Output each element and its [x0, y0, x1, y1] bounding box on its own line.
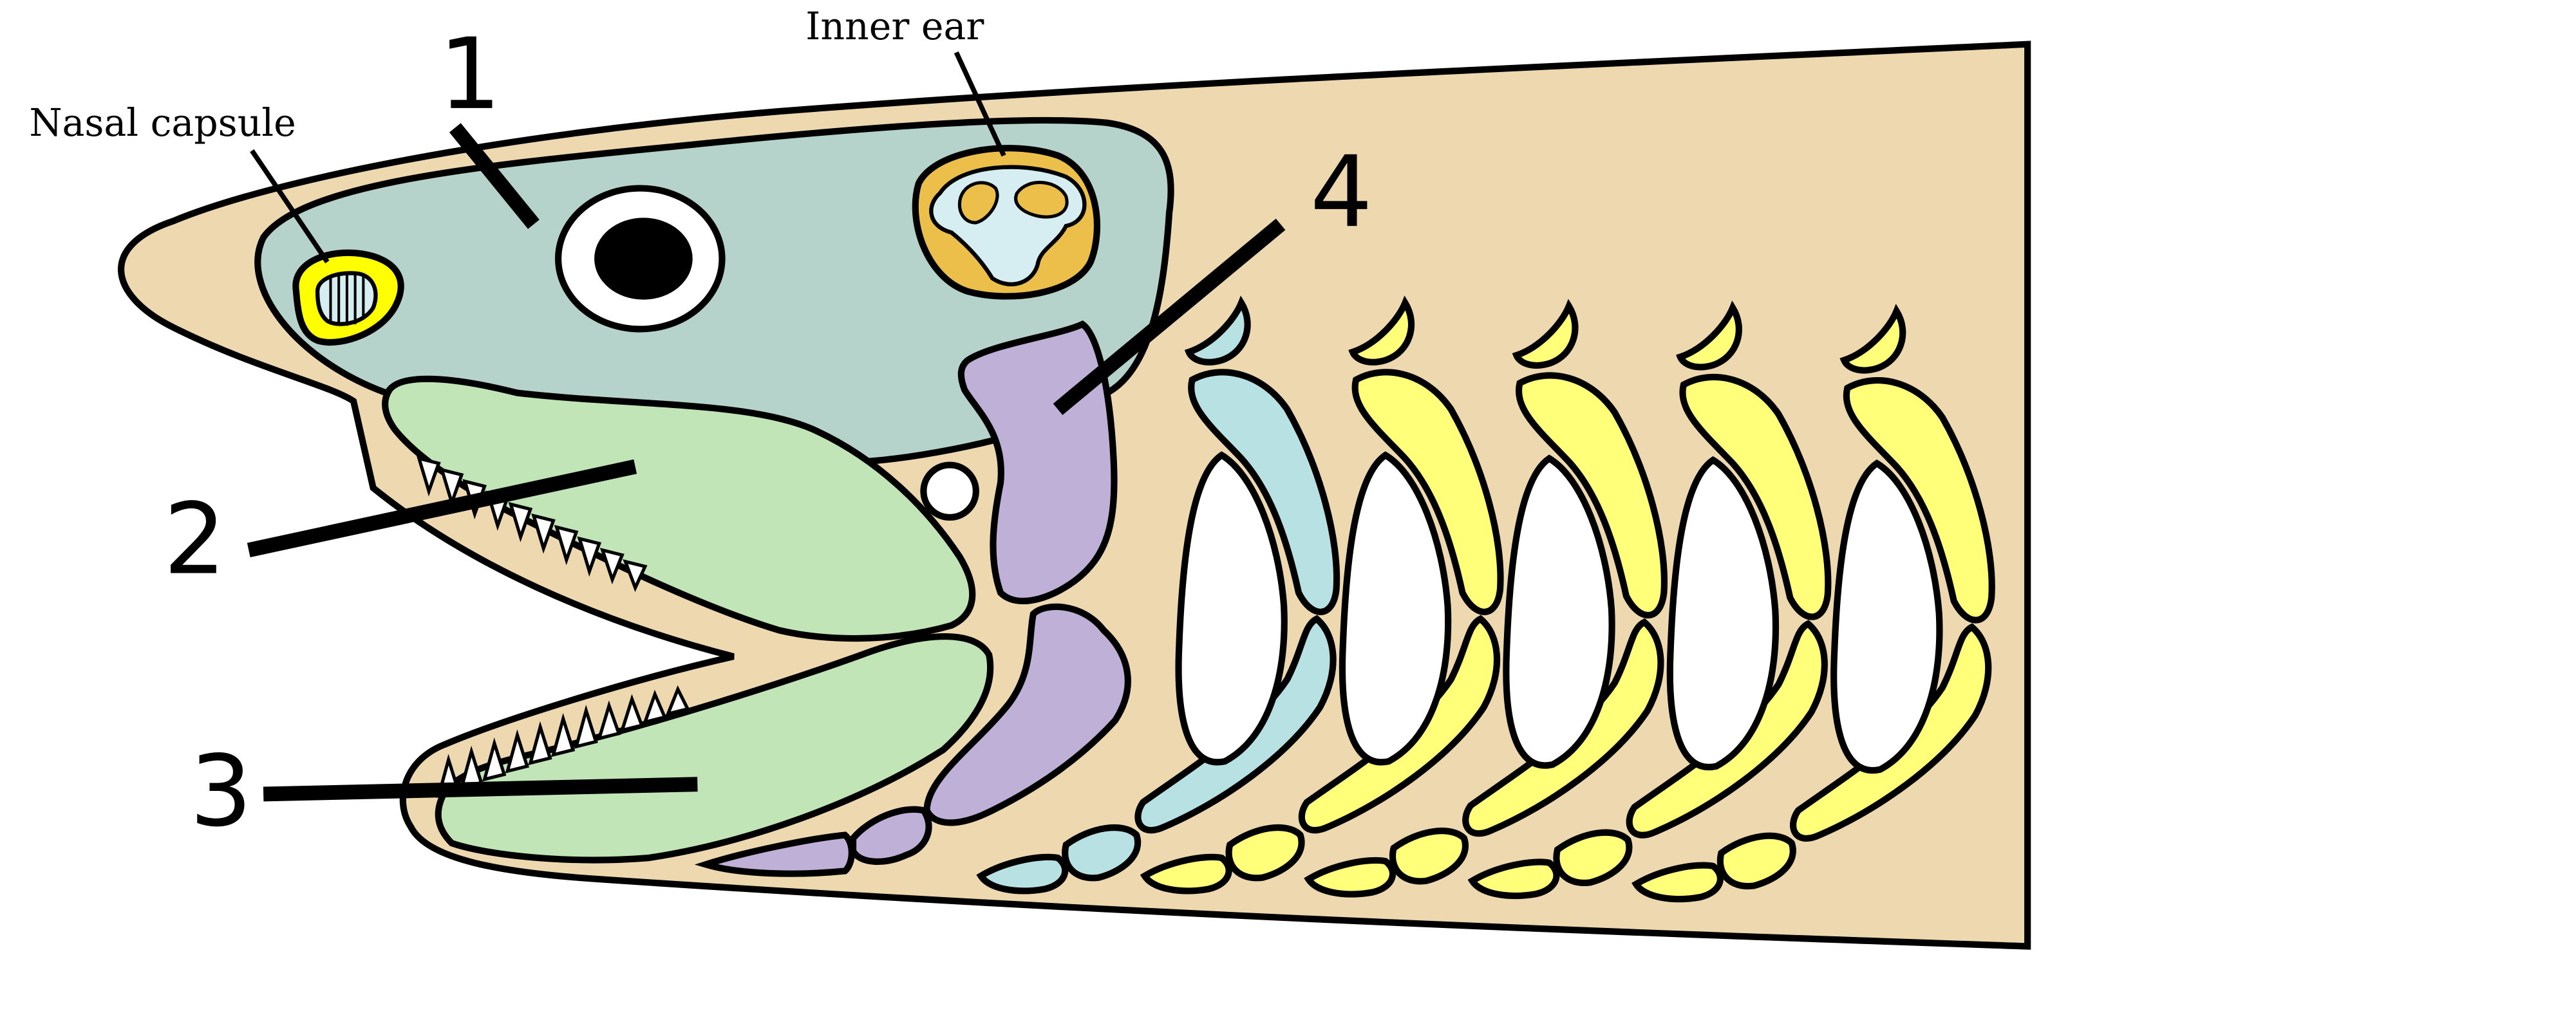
label-number-4: 4	[1310, 134, 1373, 249]
gill-slit-4	[1666, 456, 1780, 771]
gill-arch-5	[1631, 304, 1995, 903]
gill-arch-4	[1467, 301, 1832, 900]
gill-slit-1	[1175, 451, 1288, 766]
leader-line-4	[1053, 218, 1286, 415]
leader-line-inner-ear	[954, 51, 1006, 157]
inner-ear-canal-left	[957, 181, 999, 225]
leader-line-2	[247, 459, 637, 558]
gill-slit-3	[1503, 454, 1615, 769]
leader-line-nasal-capsule	[250, 149, 330, 264]
spiracle-foramen	[920, 461, 979, 521]
eye-pupil	[594, 218, 693, 300]
label-inner-ear: Inner ear	[805, 5, 984, 48]
label-number-3: 3	[190, 734, 252, 848]
gill-arch-1	[976, 295, 1340, 895]
inner-ear-canal-right	[1014, 180, 1069, 219]
gill-slit-2	[1339, 451, 1452, 766]
gill-slit-5	[1830, 459, 1943, 774]
basihyal-1	[849, 806, 932, 865]
leader-line-1	[449, 123, 540, 229]
nasal-lamellae	[329, 275, 365, 326]
label-number-1: 1	[438, 17, 501, 131]
label-number-2: 2	[164, 481, 226, 596]
label-nasal-capsule: Nasal capsule	[29, 101, 296, 145]
gill-arch-3	[1304, 299, 1668, 898]
leader-line-3	[263, 777, 698, 802]
gill-arch-2	[1140, 295, 1504, 895]
ceratohyal	[923, 603, 1131, 826]
basihyal-2	[694, 831, 855, 877]
